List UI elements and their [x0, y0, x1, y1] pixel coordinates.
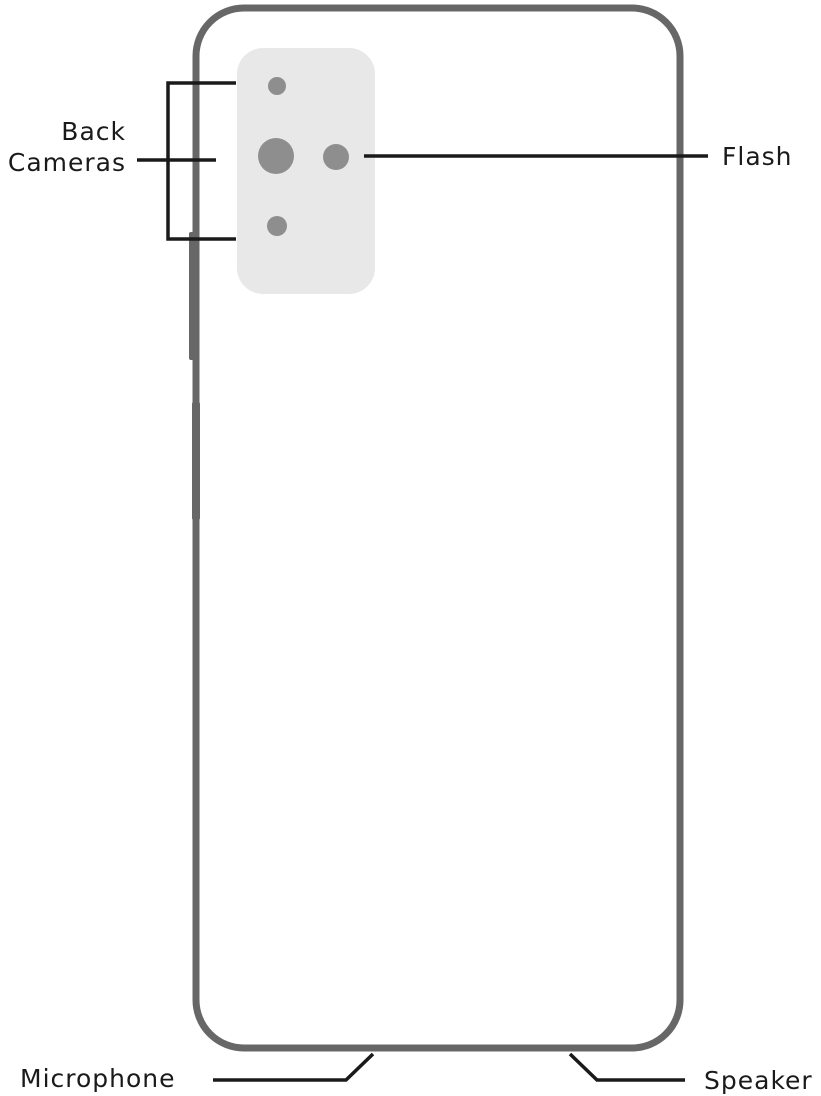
back-camera-main-lens [258, 138, 294, 174]
back-camera-top-lens [268, 77, 286, 95]
microphone-leader-line [213, 1054, 373, 1080]
back-camera-bottom-lens [267, 216, 287, 236]
microphone-label: Microphone [20, 1064, 176, 1093]
flash-label: Flash [722, 142, 793, 171]
side-button-upper [189, 232, 195, 360]
flash-lens [323, 144, 349, 170]
camera-module [237, 48, 375, 294]
speaker-leader-line [570, 1054, 685, 1080]
side-button-lower [192, 402, 200, 520]
back-cameras-label-line1: Back [61, 117, 126, 146]
speaker-label: Speaker [704, 1066, 813, 1095]
back-cameras-label-line2: Cameras [8, 148, 126, 177]
